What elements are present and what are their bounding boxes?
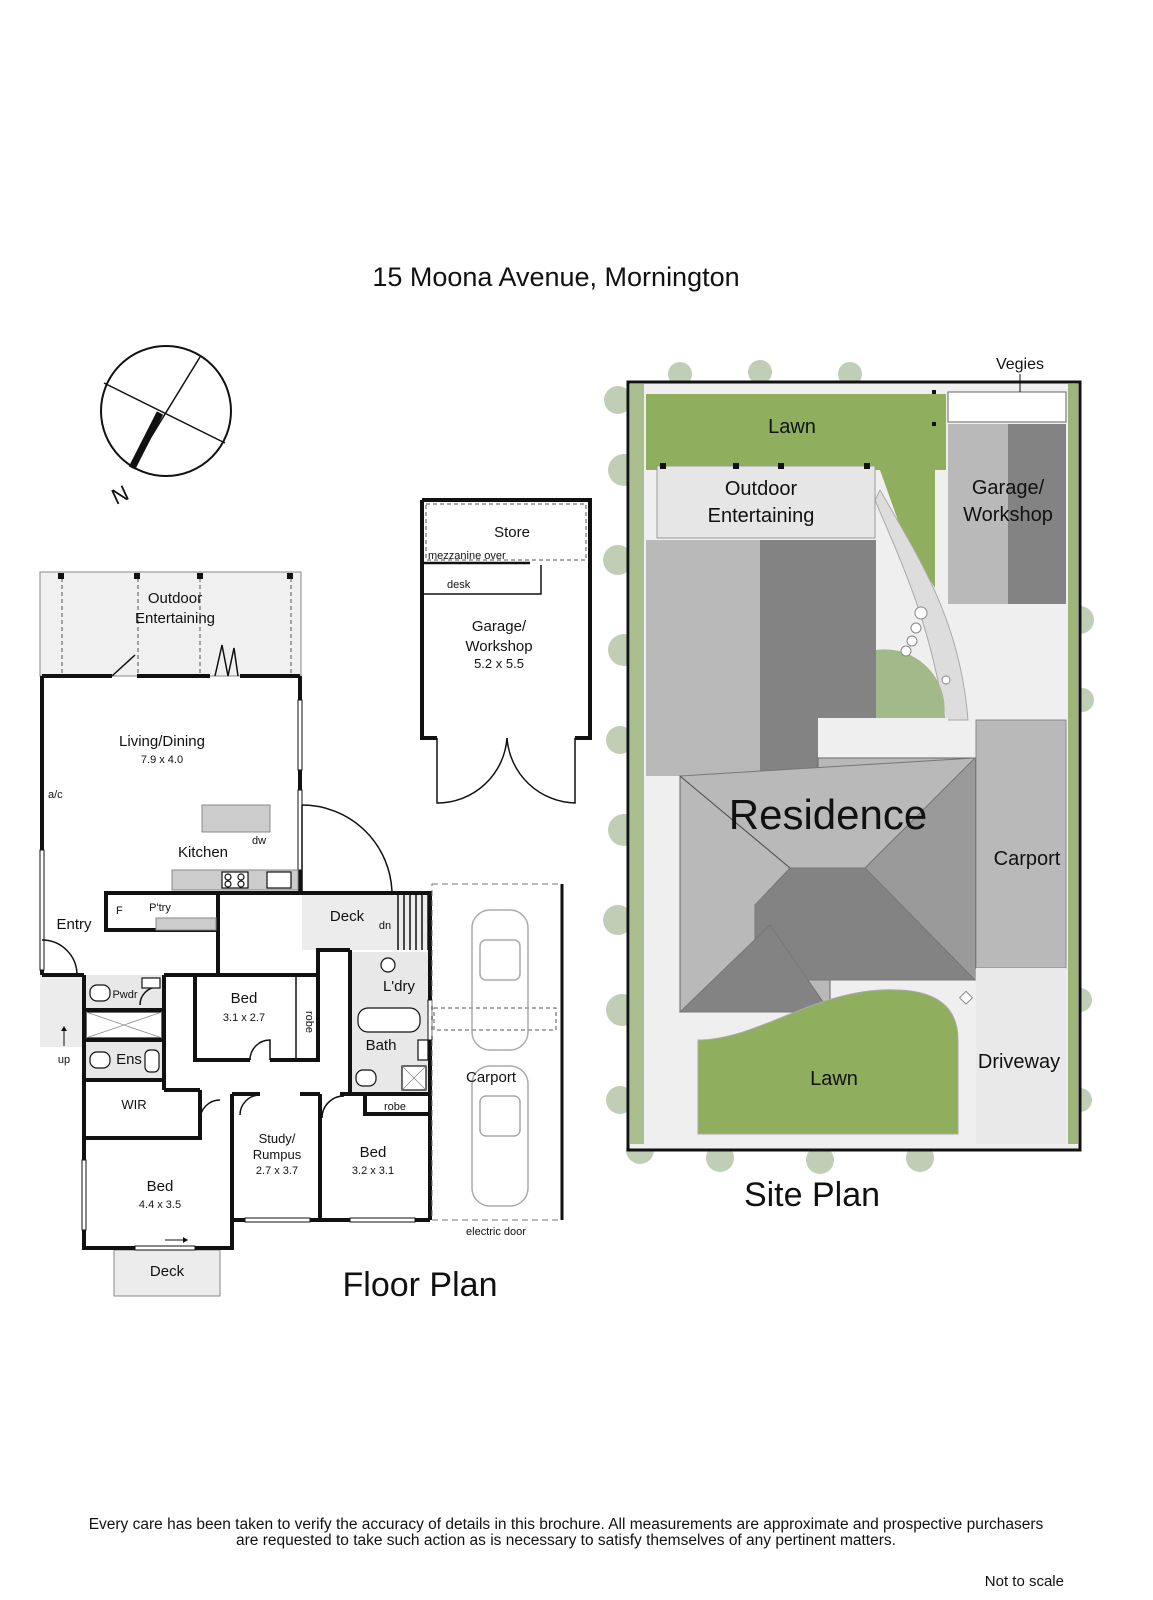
mezzanine-label: mezzanine over (428, 550, 506, 562)
rear-deck-label: Deck (150, 1263, 185, 1280)
ensuite-label: Ens (116, 1051, 142, 1068)
driveway-label: Driveway (978, 1051, 1060, 1073)
carport-area (431, 883, 563, 1221)
site-outdoor-entertaining (656, 465, 876, 539)
bath-tub-icon (357, 1007, 421, 1033)
car-icon (471, 909, 529, 1207)
site-carport-label: Carport (994, 848, 1061, 870)
top-lawn-label: Lawn (768, 416, 816, 438)
residence-label: Residence (729, 791, 927, 838)
study-size: 2.7 x 3.7 (256, 1165, 298, 1177)
front-lawn-label: Lawn (810, 1068, 858, 1090)
compass-north-label: N (108, 480, 133, 509)
fridge-label: F (116, 905, 123, 917)
vegies-bed (947, 391, 1067, 423)
kitchen-label: Kitchen (178, 844, 228, 861)
entry-step (40, 975, 83, 1047)
sink-icon (266, 871, 292, 889)
fp-garage-size: 5.2 x 5.5 (474, 656, 524, 671)
garage-workshop-plan: Store mezzanine over desk Garage/ Worksh… (420, 498, 592, 804)
wir-label: WIR (121, 1097, 146, 1112)
fp-outdoor-label-1: Outdoor (148, 590, 202, 607)
bath-label: Bath (366, 1037, 397, 1054)
scale-note: Not to scale (985, 1573, 1064, 1590)
outdoor-entertaining-area (39, 571, 302, 677)
up-label: up (58, 1054, 70, 1066)
site-carport (975, 719, 1067, 969)
robe-label: robe (303, 1011, 315, 1033)
living-name: Living/Dining (119, 733, 205, 750)
top-lawn (646, 394, 946, 588)
fp-garage-name-2: Workshop (465, 638, 532, 655)
side-deck-label: Deck (330, 908, 365, 925)
toilet-icon (89, 984, 111, 1002)
front-lawn (697, 989, 959, 1135)
site-plan: Outdoor Entertaining Garage/ Workshop Re… (603, 356, 1094, 1214)
main-bed-name: Bed (147, 1178, 174, 1195)
ac-label: a/c (48, 789, 63, 801)
study-name-1: Study/ (259, 1131, 296, 1146)
site-garage (948, 424, 1008, 604)
desk-label: desk (447, 579, 471, 591)
deck-stairs (397, 893, 429, 950)
dw-label: dw (252, 835, 266, 847)
driveway (976, 968, 1066, 1144)
site-outdoor-label-2: Entertaining (708, 505, 815, 527)
site-garage-label-1: Garage/ (972, 477, 1045, 499)
electric-door-label: electric door (466, 1226, 526, 1238)
powder-label: Pwdr (112, 989, 137, 1001)
fp-carport-label: Carport (466, 1069, 517, 1086)
site-plan-heading: Site Plan (744, 1176, 880, 1214)
bed3-size: 3.2 x 3.1 (352, 1165, 394, 1177)
fp-outdoor-label-2: Entertaining (135, 610, 215, 627)
disclaimer-line-1: Every care has been taken to verify the … (89, 1516, 1044, 1533)
disclaimer-line-2: are requested to take such action as is … (236, 1532, 896, 1549)
residence-roof (646, 540, 977, 1013)
compass-icon: N (100, 345, 232, 510)
site-garage-label-2: Workshop (963, 504, 1053, 526)
kitchen-island (201, 804, 271, 833)
bed2-size: 3.1 x 2.7 (223, 1012, 265, 1024)
floor-plan-heading: Floor Plan (343, 1266, 498, 1304)
pantry-label: P'try (149, 902, 171, 914)
side-deck (302, 893, 430, 950)
study-name-2: Rumpus (253, 1147, 302, 1162)
fp-garage-name-1: Garage/ (472, 618, 527, 635)
living-size: 7.9 x 4.0 (141, 754, 183, 766)
store-label: Store (494, 524, 530, 541)
bed3-name: Bed (360, 1144, 387, 1161)
vegies-label: Vegies (996, 356, 1044, 373)
page-title: 15 Moona Avenue, Mornington (372, 262, 739, 292)
floor-plan: Outdoor Entertaining (39, 498, 592, 1304)
dn-label: dn (379, 920, 391, 932)
bed2-name: Bed (231, 990, 258, 1007)
entry-label: Entry (56, 916, 92, 933)
site-outdoor-label-1: Outdoor (725, 478, 798, 500)
main-bed-size: 4.4 x 3.5 (139, 1199, 181, 1211)
laundry-label: L'dry (383, 978, 416, 995)
robe2-label: robe (384, 1101, 406, 1113)
